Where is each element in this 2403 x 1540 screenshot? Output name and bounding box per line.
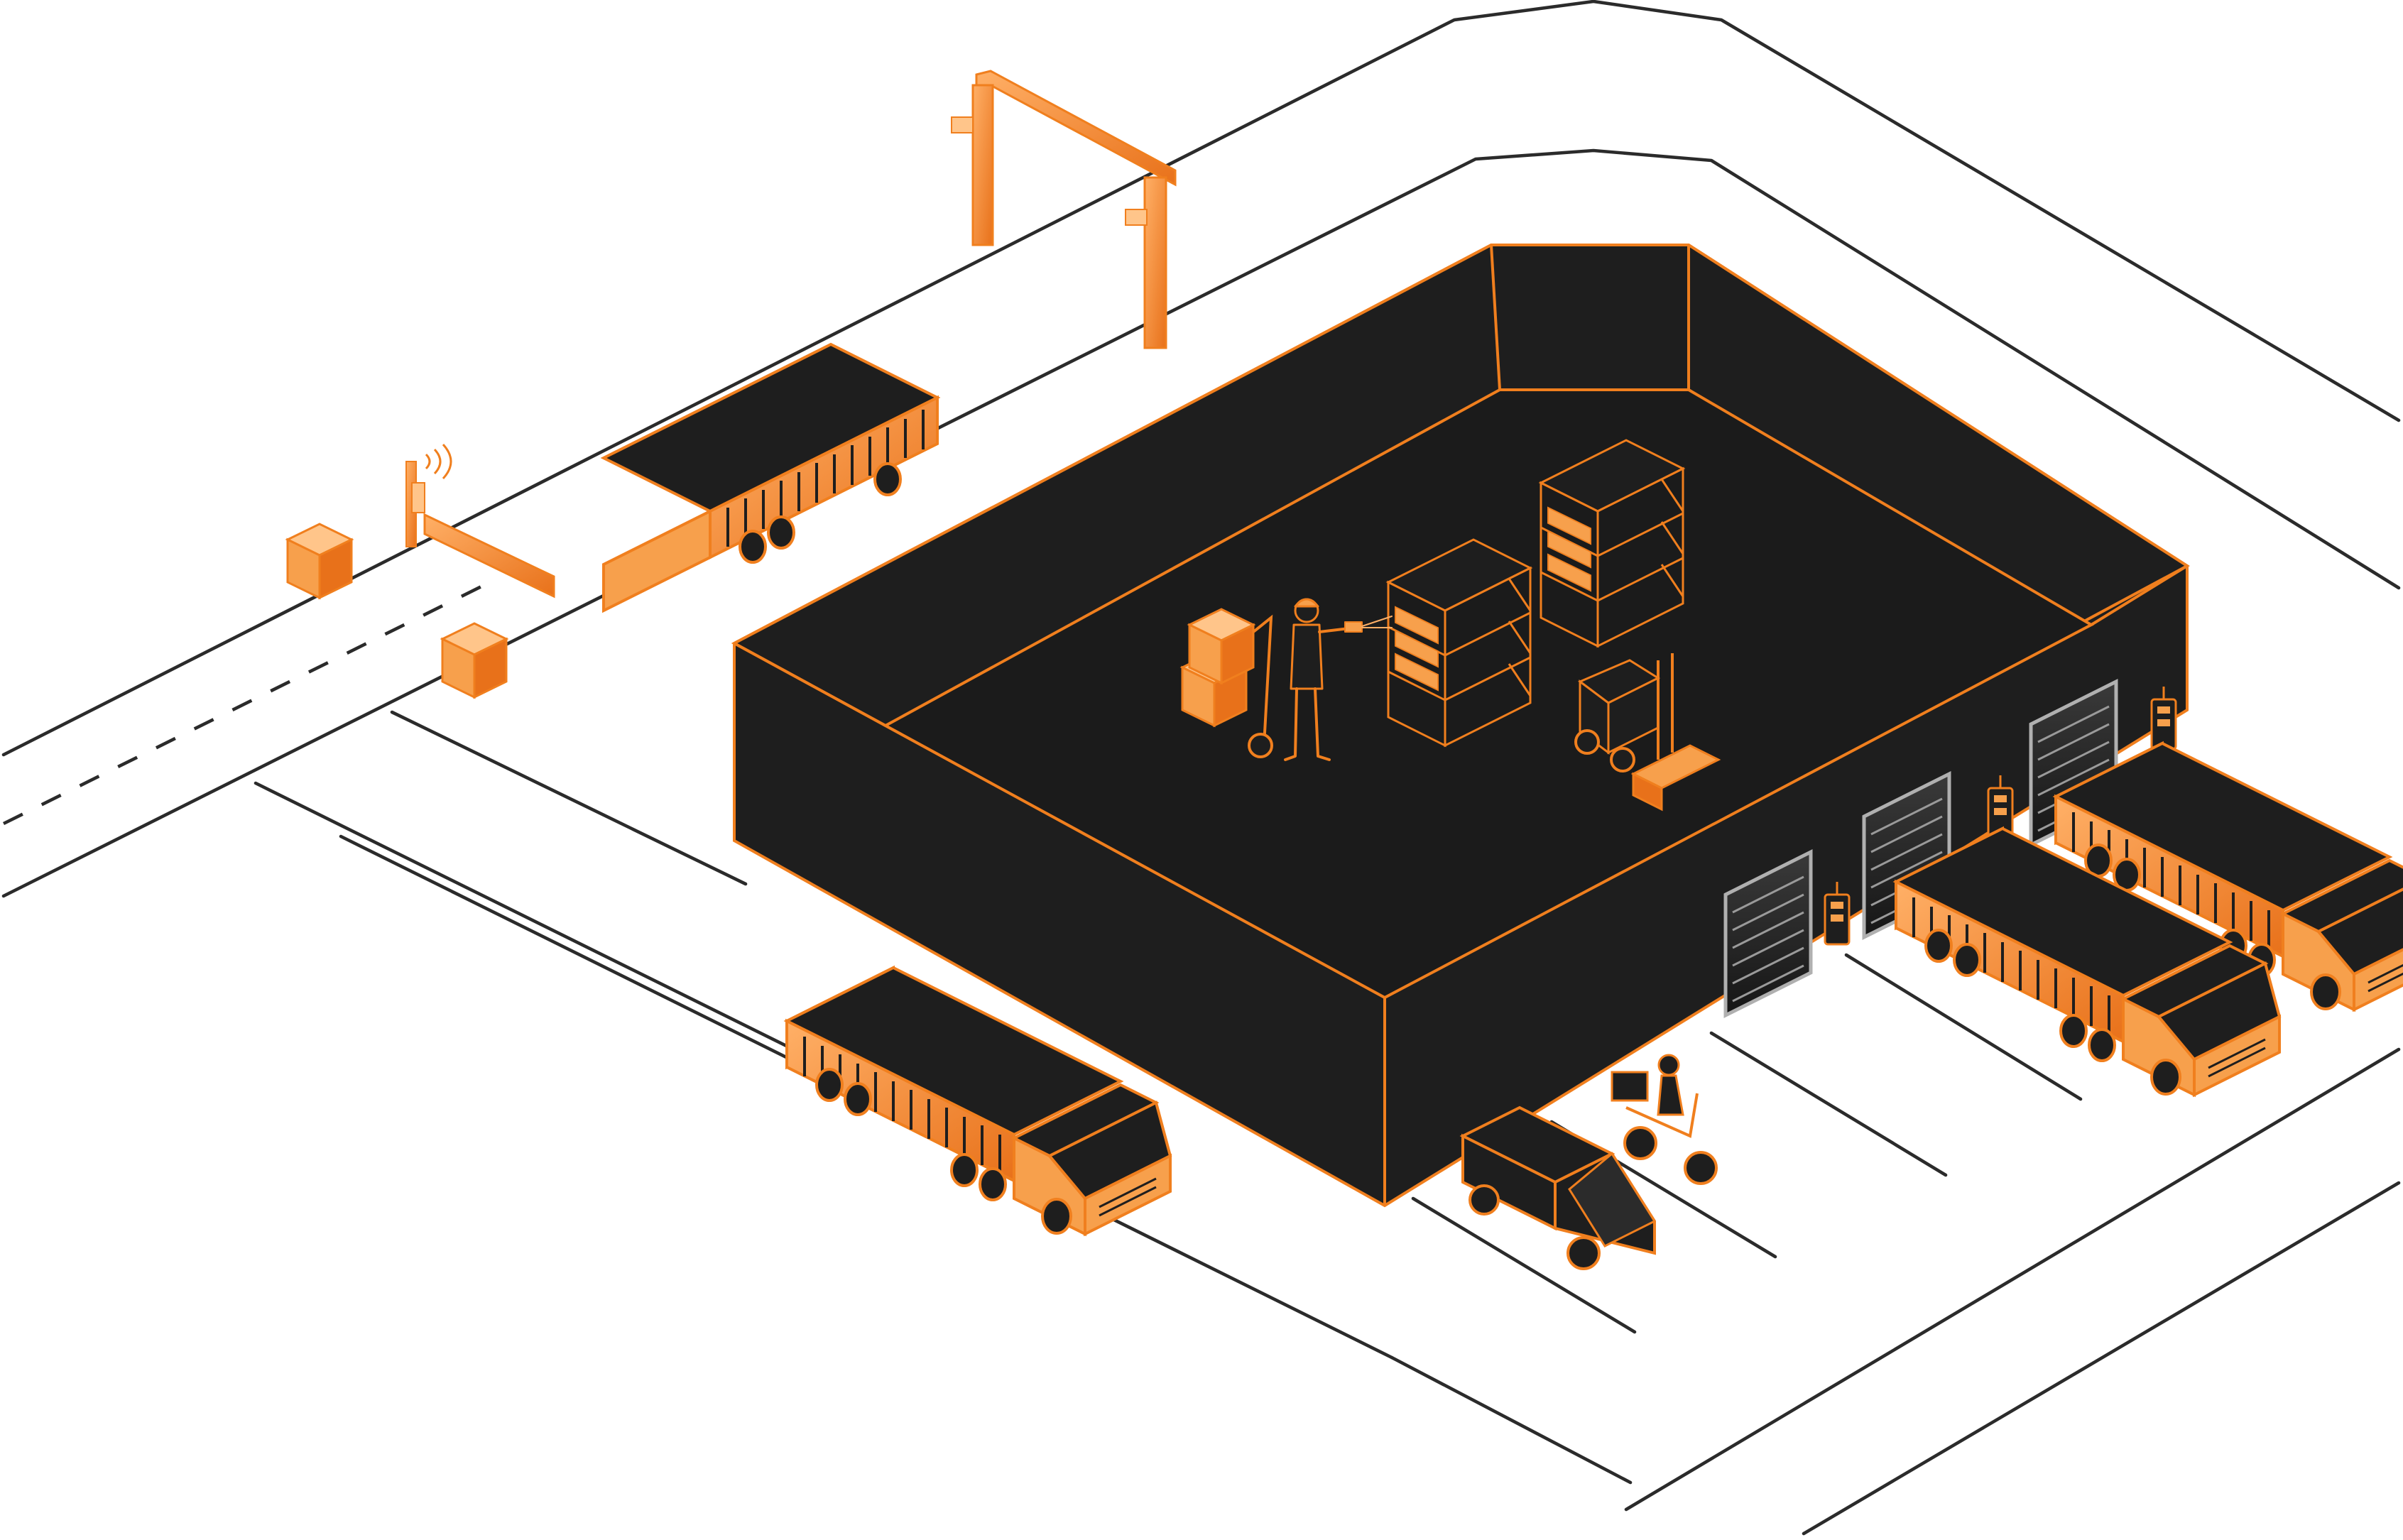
delivery-van — [1459, 1105, 1657, 1270]
box-marker — [441, 622, 508, 699]
delivery-scooter — [1611, 1054, 1718, 1185]
boom-barrier — [423, 513, 555, 599]
worker-with-scanner — [1284, 598, 1393, 761]
hand-truck-with-boxes — [1181, 608, 1273, 758]
overhead-gantry-gate — [951, 70, 1177, 349]
warehouse-building — [731, 244, 2190, 1208]
forklift — [1574, 653, 1721, 812]
box-marker — [286, 523, 353, 599]
barrier-sensor-post — [405, 443, 452, 547]
